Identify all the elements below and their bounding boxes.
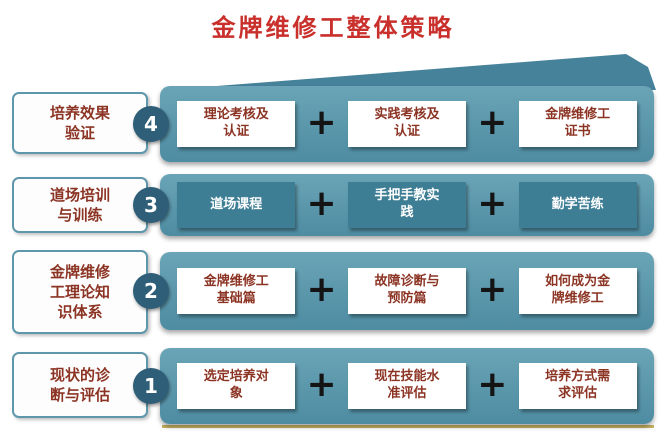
step-number-badge-4: 4 — [133, 106, 169, 142]
step-label-4: 培养效果 验证 — [12, 92, 148, 154]
page-title: 金牌维修工整体策略 — [211, 14, 455, 42]
step-item: 如何成为金 牌维修工 — [518, 268, 637, 314]
step-number-badge-1: 1 — [133, 368, 169, 404]
step-item: 实践考核及 认证 — [347, 101, 466, 147]
step-bar-1: 选定培养对 象 + 现在技能水 准评估 + 培养方式需 求评估 — [160, 348, 654, 424]
step-label-1: 现状的诊 断与评估 — [12, 352, 148, 418]
step-item: 理论考核及 认证 — [177, 101, 296, 147]
step-bar-4: 理论考核及 认证 + 实践考核及 认证 + 金牌维修工 证书 — [160, 86, 654, 162]
step-item: 金牌维修工 证书 — [518, 101, 637, 147]
step-item: 勤学苦练 — [518, 182, 637, 228]
plus-icon: + — [306, 101, 337, 143]
step-bar-3: 道场课程 + 手把手教实 践 + 勤学苦练 — [160, 174, 654, 236]
plus-icon: + — [477, 363, 508, 405]
ribbon-decoration — [166, 54, 656, 90]
step-number-badge-2: 2 — [133, 273, 169, 309]
step-item: 手把手教实 践 — [347, 182, 466, 228]
step-number-badge-3: 3 — [133, 187, 169, 223]
step-item: 道场课程 — [177, 182, 296, 228]
plus-icon: + — [306, 268, 337, 310]
plus-icon: + — [306, 363, 337, 405]
step-item: 现在技能水 准评估 — [347, 363, 466, 409]
step-item: 金牌维修工 基础篇 — [177, 268, 296, 314]
step-bar-2: 金牌维修工 基础篇 + 故障诊断与 预防篇 + 如何成为金 牌维修工 — [160, 252, 654, 330]
plus-icon: + — [477, 101, 508, 143]
step-label-3: 道场培训 与训练 — [12, 177, 148, 233]
step-label-2: 金牌维修 工理论知 识体系 — [12, 250, 148, 334]
plus-icon: + — [306, 182, 337, 224]
step-item: 故障诊断与 预防篇 — [347, 268, 466, 314]
plus-icon: + — [477, 182, 508, 224]
step-item: 培养方式需 求评估 — [518, 363, 637, 409]
plus-icon: + — [477, 268, 508, 310]
underline-decoration — [162, 425, 654, 428]
step-item: 选定培养对 象 — [177, 363, 296, 409]
